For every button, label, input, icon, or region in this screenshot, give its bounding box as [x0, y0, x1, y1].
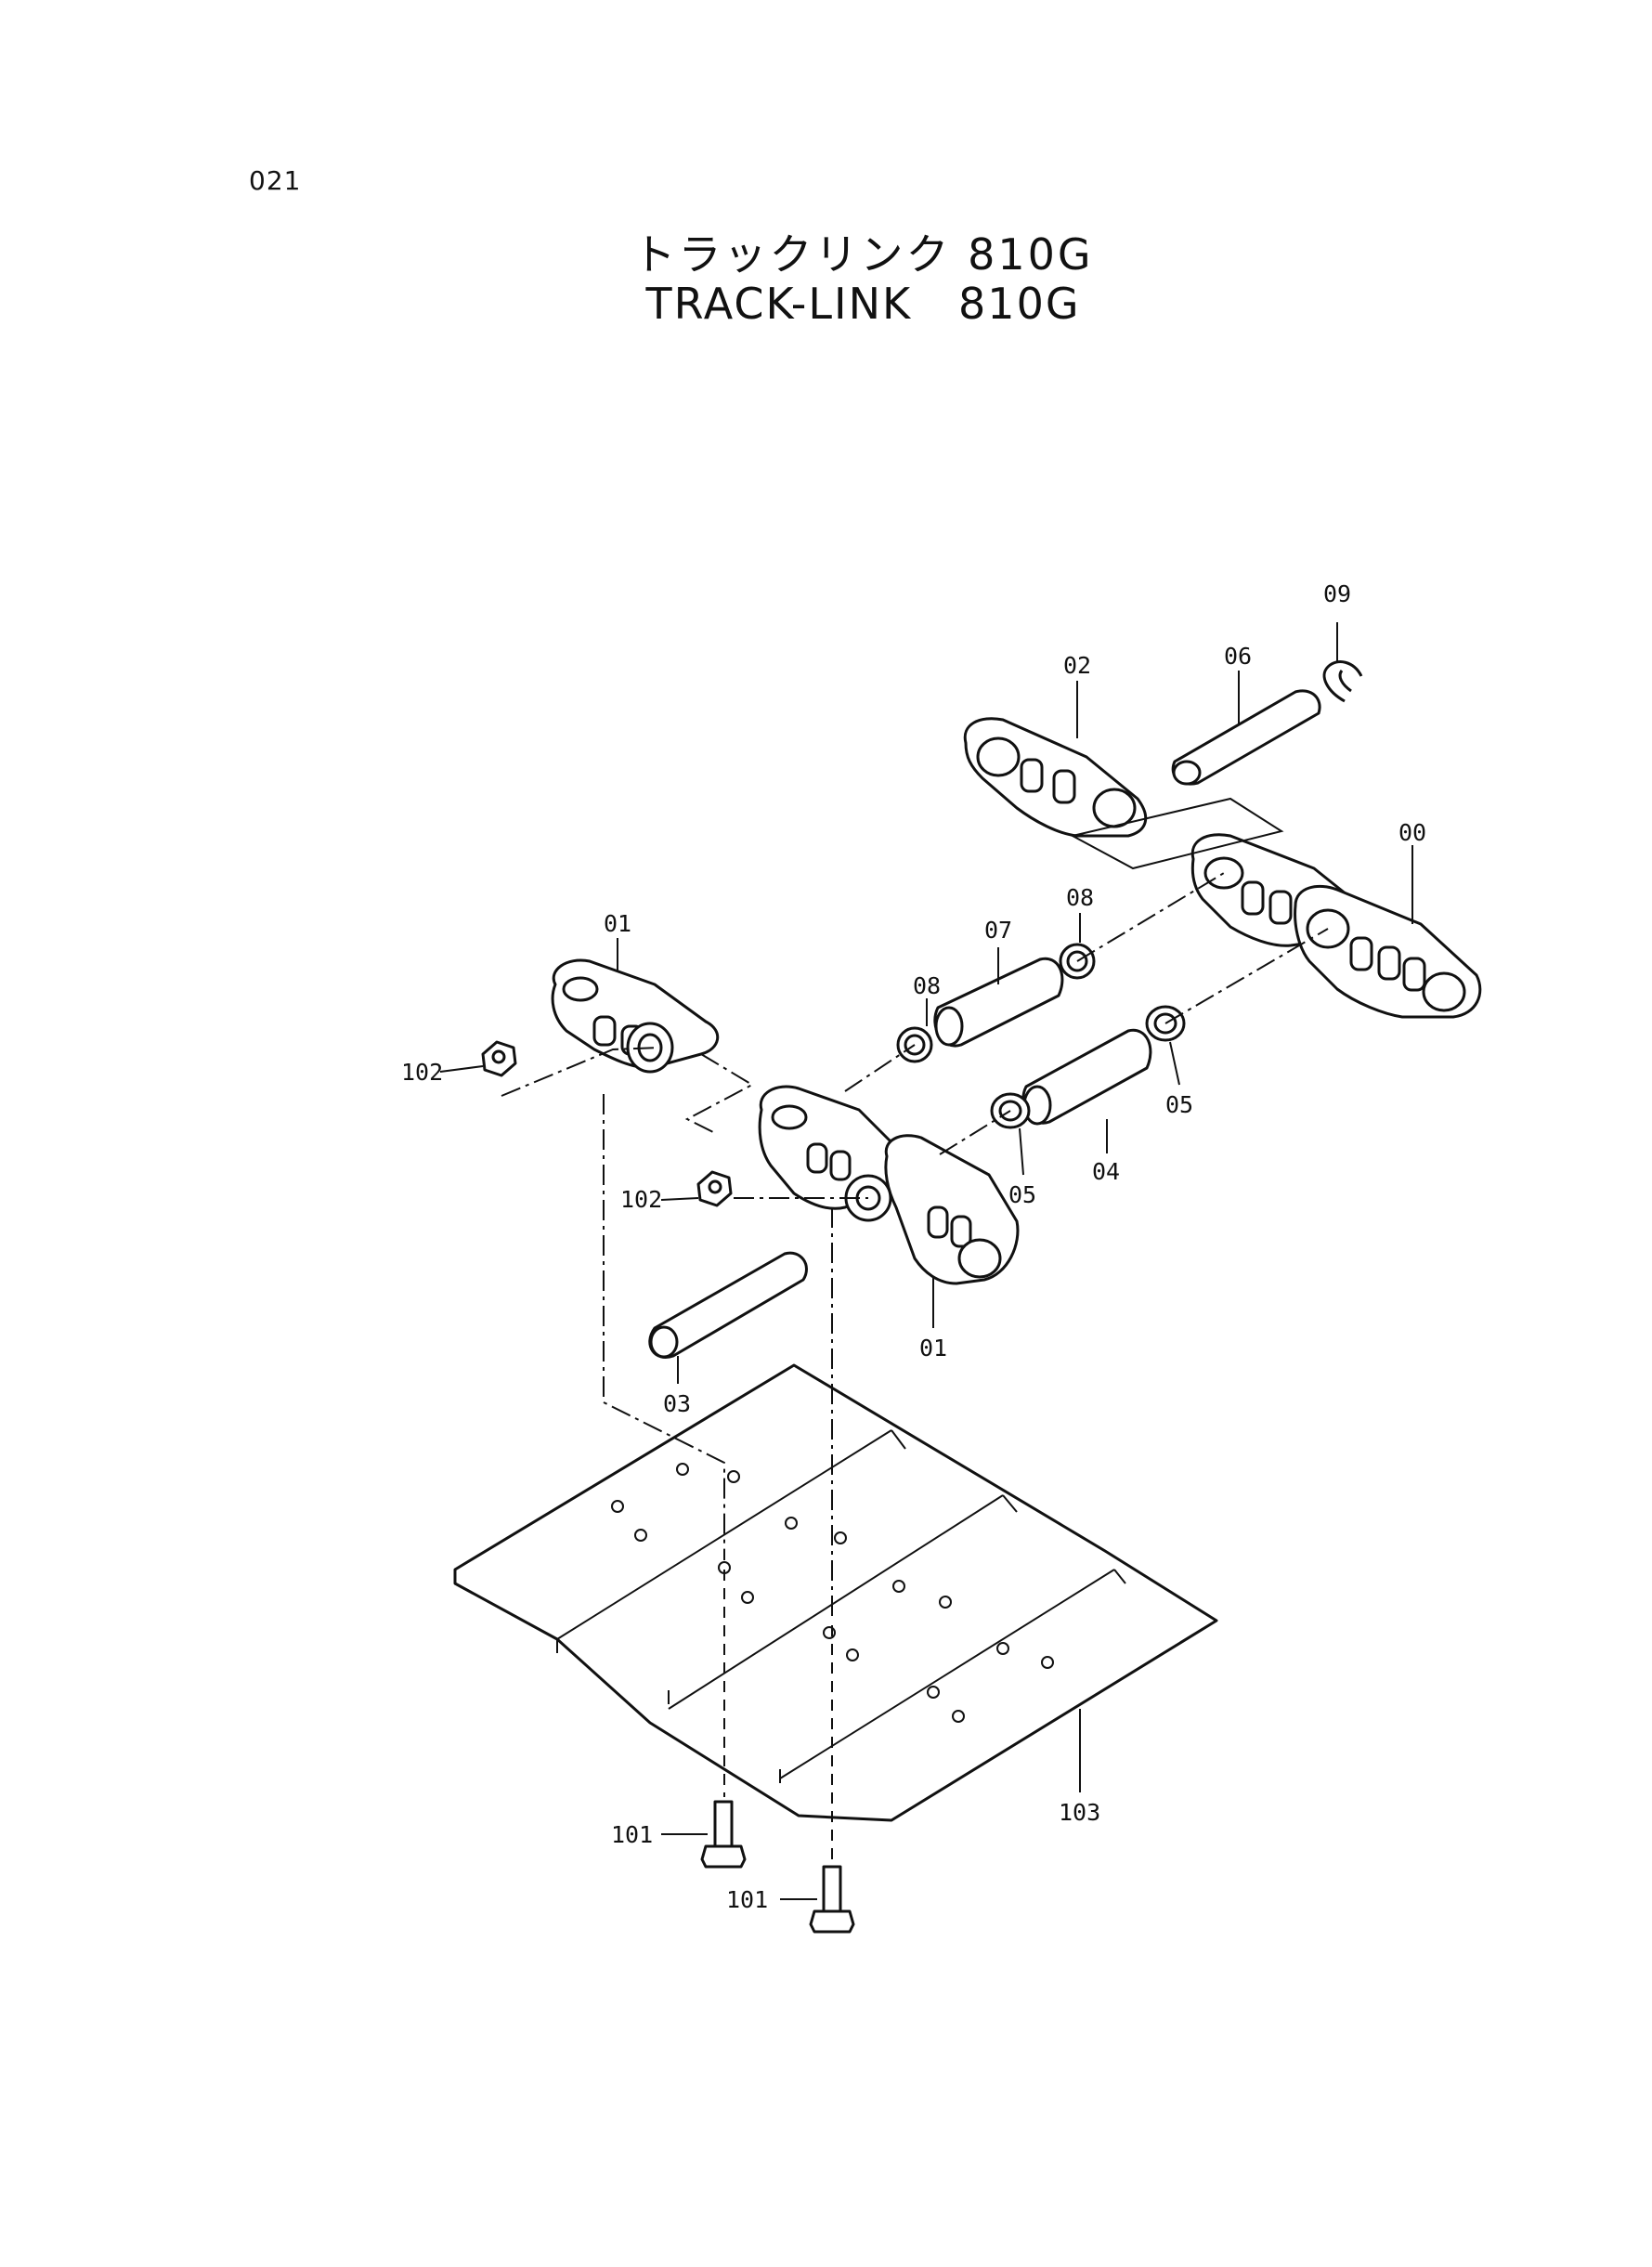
- bushing-bore: [934, 1006, 964, 1047]
- plate-hole: [996, 1642, 1009, 1655]
- plate-bolt-holes: [611, 1463, 1054, 1723]
- track-pin-03: [648, 1251, 808, 1359]
- plate-hole: [846, 1648, 859, 1661]
- pin-end: [649, 1325, 679, 1359]
- seal-05-left: [990, 1092, 1031, 1129]
- plate-hole: [952, 1710, 965, 1723]
- callout-05-right: 05: [1165, 1091, 1193, 1118]
- plate-hole: [676, 1463, 689, 1476]
- bolt-right: [809, 1865, 855, 1934]
- callout-03: 03: [663, 1390, 691, 1417]
- callout-07: 07: [984, 917, 1012, 944]
- callout-101-right: 101: [726, 1886, 768, 1913]
- plate-hole: [1041, 1656, 1054, 1669]
- plate-hole: [727, 1470, 740, 1483]
- callout-05-left: 05: [1008, 1181, 1036, 1208]
- callout-08-left: 08: [913, 972, 941, 999]
- link-bore: [1092, 788, 1137, 828]
- outline-link-02: [1070, 797, 1284, 870]
- nut-102-lower: [696, 1170, 733, 1207]
- track-shoe-plate: [453, 1363, 1218, 1822]
- nut-102-upper: [481, 1040, 517, 1077]
- axis-link-to-plate-left: [603, 1094, 725, 1560]
- plate-hole: [823, 1626, 836, 1639]
- plate-hole: [834, 1531, 847, 1544]
- callout-00: 00: [1398, 819, 1426, 846]
- plate-hole: [785, 1517, 798, 1530]
- callout-102-upper: 102: [401, 1059, 443, 1086]
- axis-bushing-07: [844, 872, 1225, 1092]
- link-window: [592, 1015, 617, 1047]
- link-window: [1052, 769, 1076, 804]
- pin-end: [1172, 760, 1202, 786]
- page-number: 021: [249, 165, 302, 196]
- track-link-01-upper: [551, 958, 719, 1074]
- master-link-00-front: [1294, 884, 1482, 1019]
- callout-101-left: 101: [611, 1821, 653, 1848]
- link-window: [1268, 890, 1293, 925]
- plate-hole: [611, 1500, 624, 1513]
- outline-link-01: [684, 1053, 755, 1134]
- title-japanese: トラックリンク 810G: [632, 229, 1094, 280]
- link-window: [1349, 936, 1373, 971]
- plate-hole: [939, 1596, 952, 1609]
- plate-hole: [634, 1529, 647, 1542]
- callout-102-lower: 102: [620, 1186, 662, 1213]
- link-window: [927, 1205, 949, 1239]
- link-window: [829, 1150, 852, 1181]
- link-window: [1377, 945, 1401, 981]
- callout-01-upper: 01: [604, 910, 631, 937]
- link-bore: [957, 1238, 1002, 1279]
- retaining-ring-09: [1322, 660, 1363, 703]
- callout-02: 02: [1063, 652, 1091, 679]
- plate-hole: [927, 1686, 940, 1699]
- link-bore: [1422, 971, 1466, 1012]
- callout-08-right: 08: [1066, 884, 1094, 911]
- link-window: [1402, 957, 1426, 992]
- axis-bushing-04: [939, 928, 1329, 1155]
- master-pin-06: [1171, 689, 1321, 786]
- link-window: [950, 1215, 972, 1248]
- link-window: [1241, 880, 1265, 916]
- link-bore: [976, 736, 1021, 777]
- link-bore: [562, 976, 599, 1002]
- title-english: TRACK-LINK 810G: [645, 279, 1081, 329]
- leader-102-upper: [439, 1065, 484, 1073]
- callout-09: 09: [1323, 580, 1351, 607]
- plate-hole: [892, 1580, 905, 1593]
- bushing-04: [1021, 1028, 1152, 1126]
- link-bore: [771, 1104, 808, 1130]
- bolt-left: [700, 1800, 747, 1869]
- callout-103: 103: [1059, 1799, 1100, 1826]
- leader-102-lower: [660, 1197, 699, 1201]
- bushing-07: [933, 957, 1064, 1048]
- callout-06: 06: [1224, 643, 1252, 670]
- leader-05-right: [1169, 1041, 1180, 1086]
- link-window: [1020, 758, 1044, 793]
- link-bore: [1203, 856, 1244, 890]
- axis-nut-upper: [501, 1047, 660, 1097]
- link-window: [806, 1142, 828, 1174]
- plate-hole: [741, 1591, 754, 1604]
- callout-01-lower: 01: [919, 1335, 947, 1362]
- master-link-02: [963, 717, 1148, 838]
- callout-04: 04: [1092, 1158, 1120, 1185]
- leader-05-left: [1019, 1127, 1024, 1176]
